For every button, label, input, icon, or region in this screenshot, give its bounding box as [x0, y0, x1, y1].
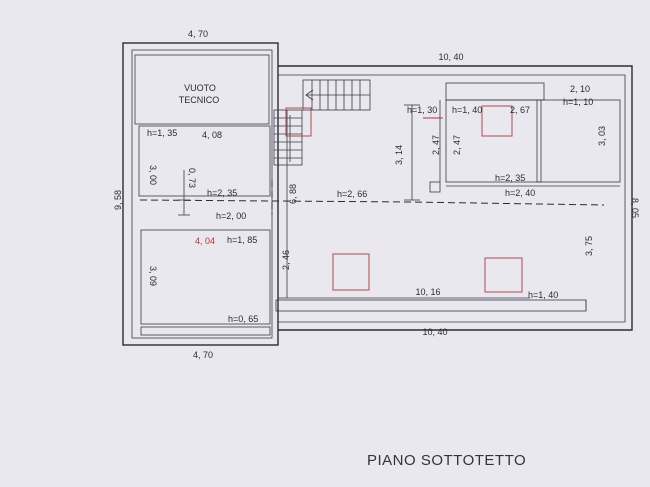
dim-bottom-right: 10, 40 — [422, 327, 447, 337]
stair-arrow-head — [305, 89, 314, 101]
bottom-ledge — [275, 299, 587, 312]
height-1-10: h=1, 10 — [563, 97, 593, 107]
dim-right-height: 8, 05 — [630, 198, 640, 218]
stair-treads-side — [274, 117, 302, 159]
room-label-vuoto: VUOTO — [184, 83, 216, 93]
dim-2-46: 2, 46 — [281, 250, 291, 270]
left-wing-inner-wall — [131, 49, 273, 339]
height-2-40: h=2, 40 — [505, 188, 535, 198]
dim-2-47-a: 2, 47 — [431, 135, 441, 155]
dim-3-75: 3, 75 — [584, 236, 594, 256]
height-1-40-bottom: h=1, 40 — [528, 290, 558, 300]
skylight-lower-left — [332, 253, 370, 291]
vuoto-tecnico-room — [134, 54, 270, 125]
dim-lower-left: 4, 04 — [195, 236, 215, 246]
height-0-65: h=0, 65 — [228, 314, 258, 324]
section-line — [139, 199, 605, 206]
upper-middle-room — [445, 99, 542, 183]
left-lower-room — [140, 229, 271, 325]
right-wing-inner-wall — [278, 74, 626, 323]
dim-3-09: 3, 09 — [148, 266, 158, 286]
upper-room-top-strip — [445, 82, 545, 101]
central-room-wall — [286, 110, 530, 299]
height-2-66: h=2, 66 — [337, 189, 367, 199]
stair-skylight — [285, 107, 312, 137]
dim-3-14: 3, 14 — [394, 145, 404, 165]
dim-small-room: 2, 10 — [570, 84, 590, 94]
dim-left-room: 4, 08 — [202, 130, 222, 140]
dim-inner-width: 10, 16 — [415, 287, 440, 297]
room-label-tecnico: TECNICO — [179, 95, 220, 105]
left-upper-room — [138, 125, 271, 197]
height-1-85: h=1, 85 — [227, 235, 257, 245]
height-2-35-right: h=2, 35 — [495, 173, 525, 183]
dim-0-73: 0, 73 — [187, 168, 197, 188]
left-wing-outer-wall — [122, 42, 279, 346]
right-wing-outer-wall — [278, 65, 633, 331]
dim-2-47-b: 2, 47 — [452, 135, 462, 155]
height-2-35-left: h=2, 35 — [207, 188, 237, 198]
skylight-upper — [481, 105, 513, 137]
left-bottom-ledge — [140, 326, 271, 336]
dim-left-height: 9, 58 — [113, 190, 123, 210]
height-1-35: h=1, 35 — [147, 128, 177, 138]
pillar — [429, 181, 441, 193]
skylight-lower-right — [484, 257, 523, 293]
staircase-side — [273, 109, 303, 166]
dim-3-00: 3, 00 — [148, 165, 158, 185]
height-1-30: h=1, 30 — [407, 105, 437, 115]
dim-bottom-left: 4, 70 — [193, 350, 213, 360]
dim-top-left: 4, 70 — [188, 29, 208, 39]
dim-top-right: 10, 40 — [438, 52, 463, 62]
dim-3-03: 3, 03 — [597, 126, 607, 146]
plan-title: PIANO SOTTOTETTO — [367, 452, 526, 469]
dim-6-88: 6, 88 — [288, 184, 298, 204]
height-2-00: h=2, 00 — [216, 211, 246, 221]
upper-right-room — [536, 99, 621, 183]
height-1-40-top: h=1, 40 — [452, 105, 482, 115]
dim-2-67: 2, 67 — [510, 105, 530, 115]
